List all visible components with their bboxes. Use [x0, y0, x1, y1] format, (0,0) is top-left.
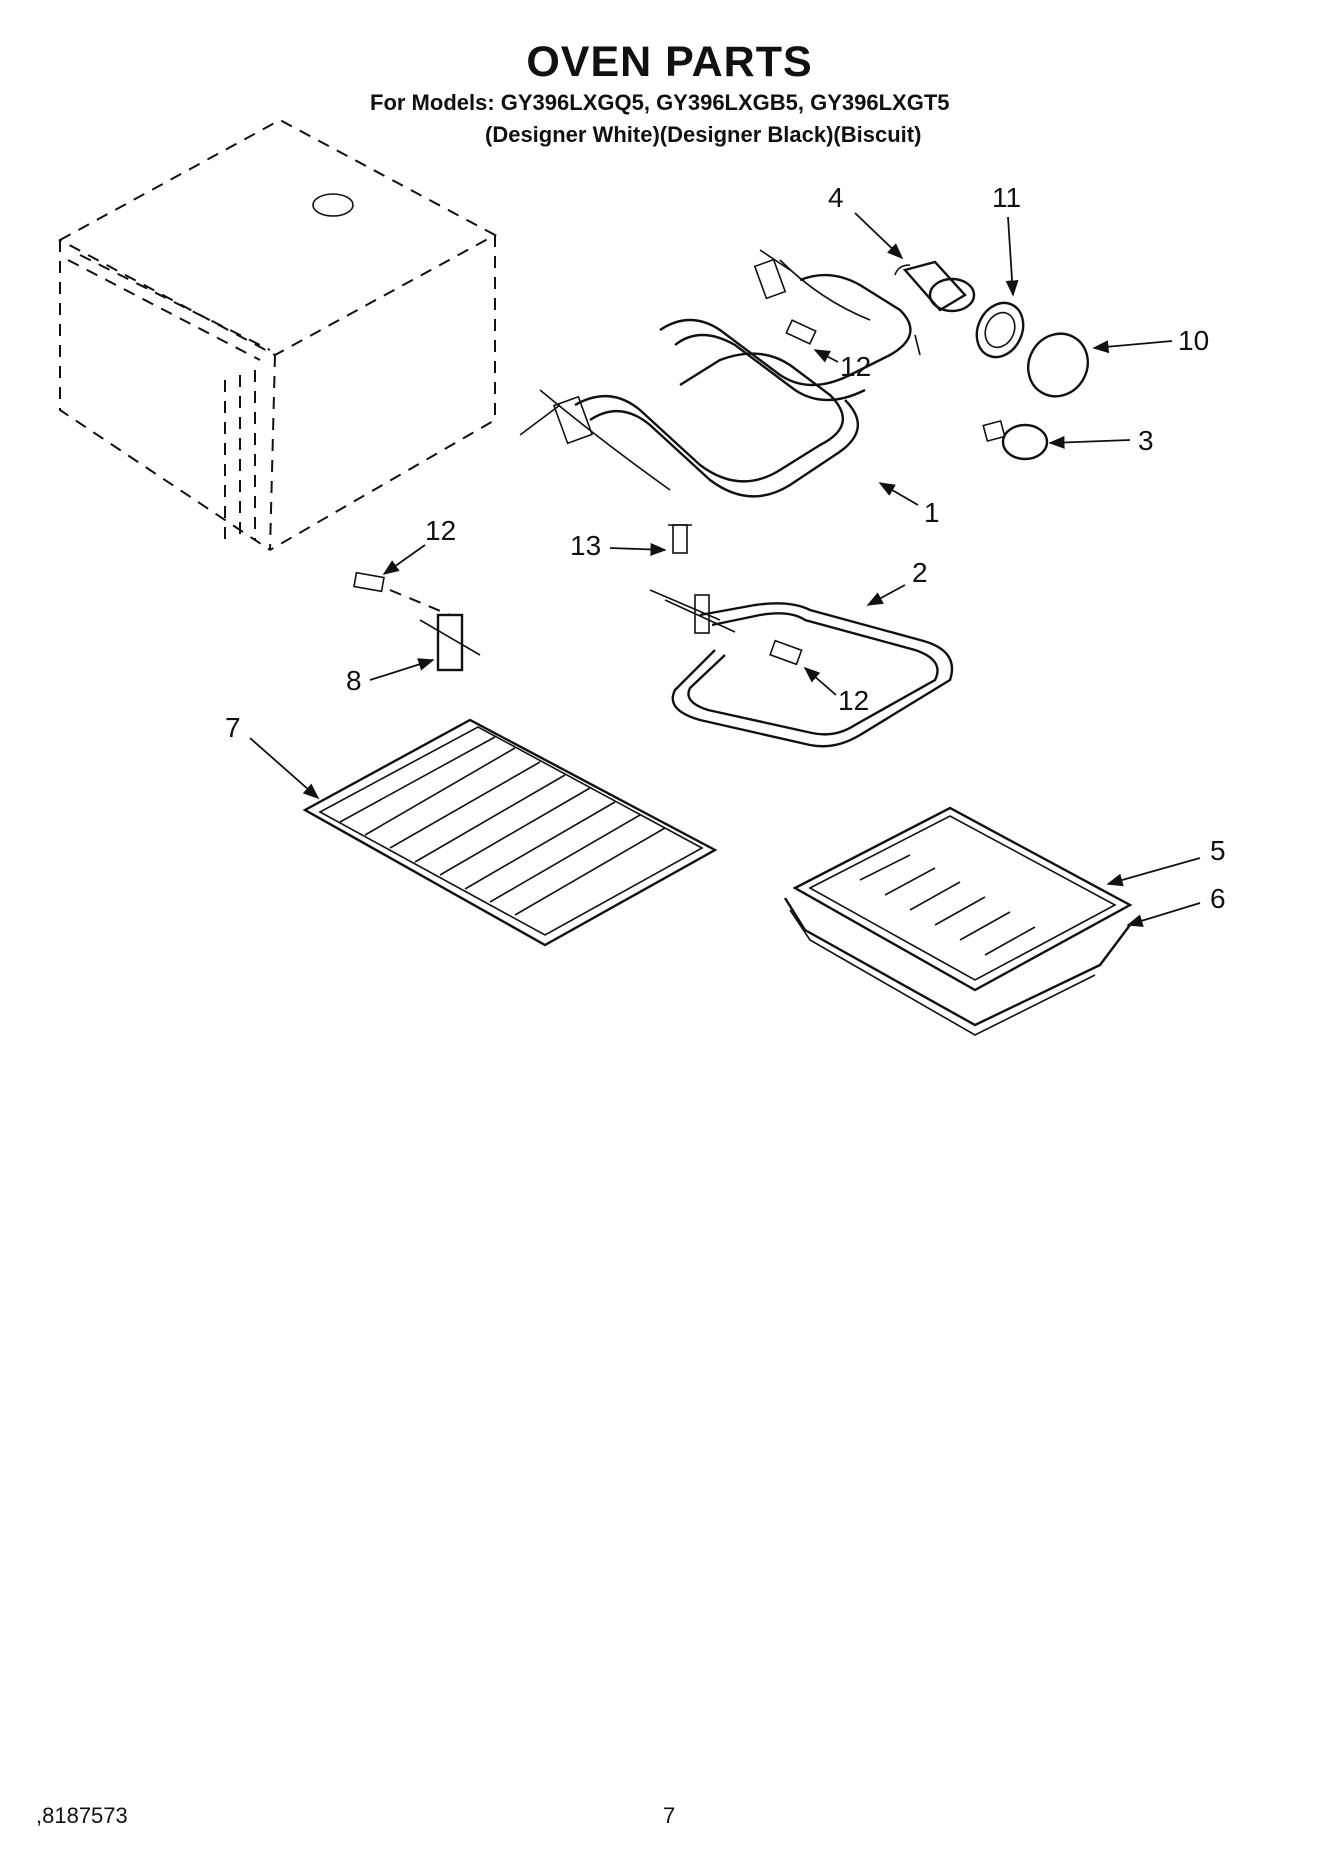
part-8-bracket	[419, 613, 481, 672]
callout-label: 1	[924, 497, 940, 528]
oven-cavity-outline	[57, 118, 498, 551]
callout-label: 5	[1210, 835, 1226, 866]
callout-12-top: 12	[813, 349, 871, 382]
part-12-screw-left	[353, 571, 451, 616]
callout-label: 7	[225, 712, 241, 743]
part-13-screw	[668, 524, 692, 554]
callout-10: 10	[1092, 325, 1209, 356]
callout-label: 11	[992, 182, 1021, 213]
callout-label: 10	[1178, 325, 1209, 356]
page-title: OVEN PARTS	[526, 38, 813, 86]
part-5-broiler-grid	[792, 806, 1133, 992]
page-number: 7	[663, 1803, 676, 1828]
callout-11: 11	[992, 182, 1021, 297]
callout-12-lower: 12	[803, 666, 869, 716]
callout-8: 8	[346, 658, 435, 696]
callout-4: 4	[828, 182, 904, 260]
callout-3: 3	[1048, 425, 1154, 456]
callout-label: 13	[570, 530, 601, 561]
part-1-broil-element	[519, 249, 921, 498]
part-11-gasket	[975, 301, 1025, 359]
callout-label: 8	[346, 665, 362, 696]
callout-13: 13	[570, 530, 667, 561]
part-10-lamp-lens	[1027, 332, 1089, 398]
callout-2: 2	[866, 557, 928, 606]
callout-7: 7	[225, 712, 320, 800]
callout-12-left: 12	[382, 515, 456, 575]
part-3-bulb	[982, 419, 1049, 461]
part-6-broiler-pan	[783, 897, 1131, 1036]
callout-6: 6	[1126, 883, 1226, 927]
callout-label: 12	[840, 351, 871, 382]
callout-label: 12	[838, 685, 869, 716]
callout-5: 5	[1106, 835, 1226, 887]
part-12-screw-lower	[769, 639, 803, 666]
part-4-lamp-socket	[894, 260, 976, 313]
callout-label: 12	[425, 515, 456, 546]
part-2-bake-element	[649, 589, 954, 748]
callout-1: 1	[878, 482, 940, 528]
colors-line: (Designer White)(Designer Black)(Biscuit…	[485, 122, 922, 147]
models-line: For Models: GY396LXGQ5, GY396LXGB5, GY39…	[370, 90, 950, 115]
callout-label: 6	[1210, 883, 1226, 914]
part-7-oven-rack	[302, 718, 718, 947]
callout-label: 4	[828, 182, 844, 213]
callout-label: 2	[912, 557, 928, 588]
document-number: ,8187573	[36, 1803, 128, 1828]
part-12-screw-top	[785, 319, 817, 345]
callout-label: 3	[1138, 425, 1154, 456]
